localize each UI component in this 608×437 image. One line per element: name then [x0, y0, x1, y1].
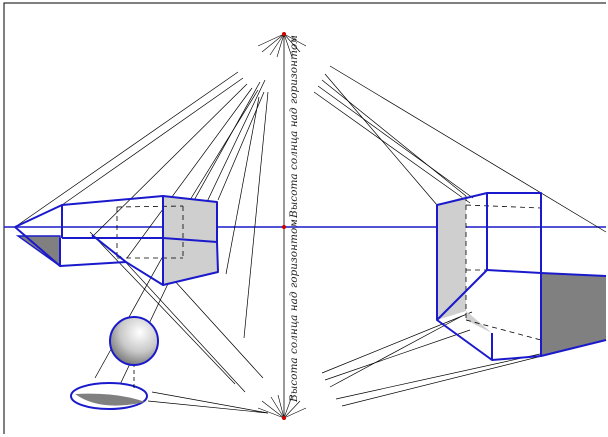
right-prism-hidden-edges [465, 196, 542, 341]
left-prism-hidden-edges [116, 205, 184, 259]
sphere [109, 316, 159, 366]
sphere-shadow-dark-part [75, 393, 145, 406]
left-prism-shaded-top-face [163, 196, 217, 242]
right-prism-outline [436, 192, 607, 361]
sun-point-upper-marker [282, 32, 286, 36]
horizon-center-marker [282, 225, 286, 229]
left-prism-shaded-bottom-face [163, 238, 218, 285]
right-prism [436, 192, 607, 361]
drawing-frame [3, 2, 606, 434]
sun-height-label-upper: Высота солнца над горизонтом [288, 35, 300, 219]
sun-height-label-lower: Высота солнца над горизонтом [288, 219, 300, 403]
sun-rays-upper [257, 33, 307, 58]
left-prism-outline [14, 195, 219, 286]
sun-point-lower-marker [282, 416, 286, 420]
right-prism-cast-shadow [540, 273, 606, 356]
construction-rays-right [313, 65, 607, 407]
sun-rays-lower [257, 394, 307, 419]
right-prism-shaded-bevel [466, 311, 492, 333]
left-prism [14, 195, 219, 286]
right-prism-shaded-face [437, 196, 466, 320]
